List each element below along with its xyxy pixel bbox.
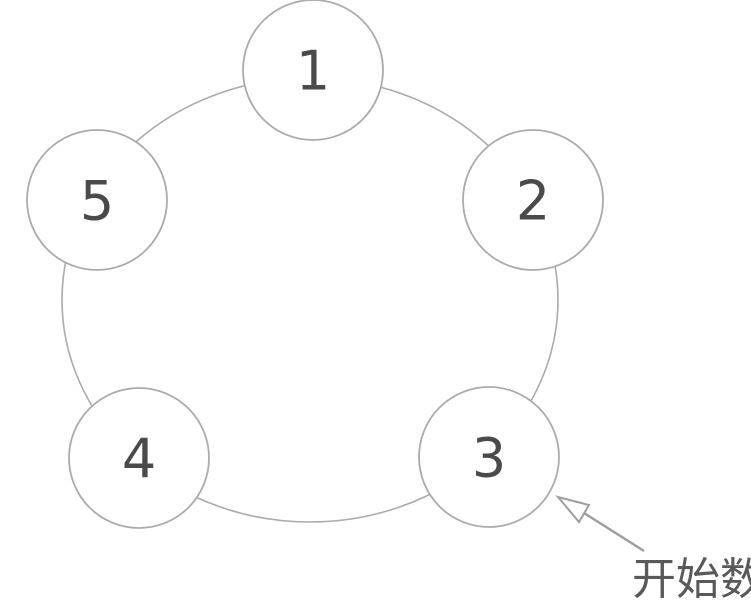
nodes-layer: 1 2 3 4 5 bbox=[26, 0, 604, 529]
node-circle-4 bbox=[68, 387, 210, 529]
node-label-3: 3 bbox=[472, 426, 506, 489]
node-circle-2 bbox=[462, 129, 604, 271]
node-circle-1 bbox=[242, 0, 384, 141]
start-arrow bbox=[555, 495, 645, 553]
node-label-1: 1 bbox=[296, 39, 330, 102]
arrow-head-icon bbox=[555, 495, 591, 524]
node-circle-5 bbox=[26, 129, 168, 271]
start-counting-label: 开始数 bbox=[632, 554, 751, 603]
arrow-line-icon bbox=[583, 511, 645, 553]
node-circle-3 bbox=[418, 386, 560, 528]
node-label-2: 2 bbox=[516, 169, 550, 232]
node-label-4: 4 bbox=[122, 427, 156, 490]
node-label-5: 5 bbox=[80, 169, 114, 232]
